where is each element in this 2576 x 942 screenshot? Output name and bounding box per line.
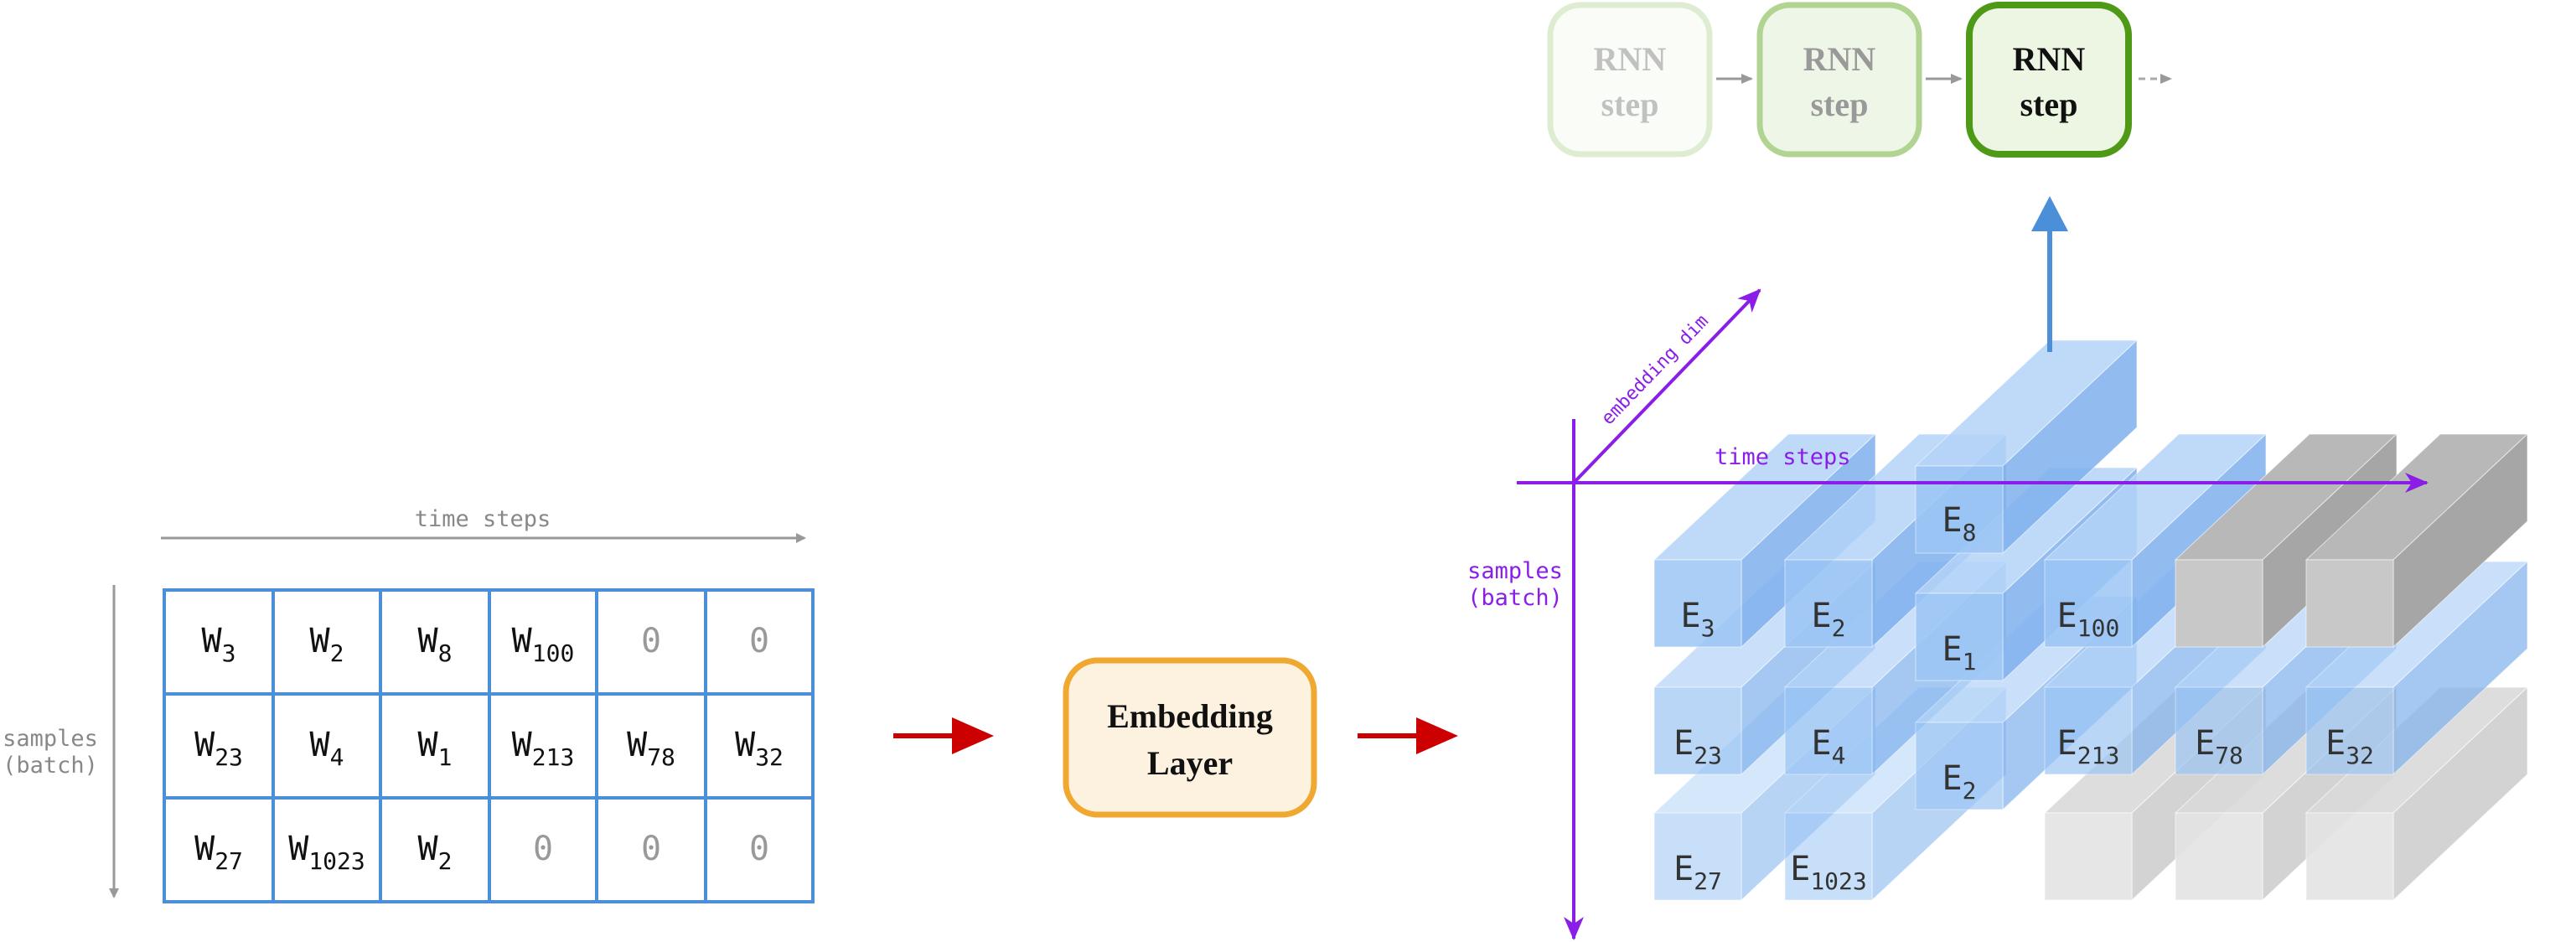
grid-cell: W100 xyxy=(512,622,575,667)
grid-cell: W1 xyxy=(418,726,453,771)
embedding-layer-box: Embedding Layer xyxy=(1063,657,1317,818)
embedding-vector-label: E78 xyxy=(2195,724,2243,769)
grid-cell: W32 xyxy=(735,726,784,771)
grid-cell: W27 xyxy=(194,830,243,875)
embedding-vector-bar xyxy=(2304,432,2529,649)
embedding-vector-label: E2 xyxy=(1812,597,1846,642)
embedding-label-1: Embedding xyxy=(1107,697,1273,735)
grid-cell: W2 xyxy=(310,622,344,667)
embedding-vector-label: E100 xyxy=(2057,597,2120,642)
embedding-vector-label: E1 xyxy=(1942,630,1977,675)
svg-text:step: step xyxy=(1601,85,1659,123)
grid-cell: W8 xyxy=(418,622,453,667)
tensor-time-label: time steps xyxy=(1715,444,1851,470)
grid-cell: W213 xyxy=(512,726,575,771)
tensor-samples-label: samples xyxy=(1467,558,1563,584)
flow-arrow-1 xyxy=(893,717,994,754)
embedding-vector-label: E213 xyxy=(2057,724,2120,769)
rnn-chain: RNN step RNN step RNN step xyxy=(1547,2,2172,158)
grid-cell: 0 xyxy=(749,830,769,868)
embedding-label-2: Layer xyxy=(1147,744,1233,782)
embedding-vector-label: E23 xyxy=(1673,724,1722,769)
embedding-vector-label: E4 xyxy=(1812,724,1846,769)
embedding-vector-label: E32 xyxy=(2325,724,2374,769)
rnn-step-2: RNN step xyxy=(1756,2,1922,158)
rnn-step-3: RNN step xyxy=(1966,2,2132,158)
tensor-batch-label: (batch) xyxy=(1467,585,1563,611)
svg-text:RNN: RNN xyxy=(1594,40,1667,78)
grid-cell: 0 xyxy=(641,830,661,868)
embedding-vector-label: E1023 xyxy=(1790,850,1867,895)
tensor-to-rnn-arrow xyxy=(2031,196,2068,352)
tensor-embedding-axis xyxy=(1572,288,1761,484)
grid-cell: 0 xyxy=(749,622,769,660)
embedding-vector-bar xyxy=(1914,339,2139,555)
grid-cell: W2 xyxy=(418,830,453,875)
embedding-vector-label: E8 xyxy=(1942,501,1977,546)
grid-cell: W4 xyxy=(310,726,344,771)
flow-arrow-2 xyxy=(1358,717,1458,754)
rnn-step-1: RNN step xyxy=(1547,2,1713,158)
grid-cell: 0 xyxy=(533,830,553,868)
samples-label: samples xyxy=(3,726,98,752)
grid-cell: W1023 xyxy=(288,830,365,875)
grid-cell: W78 xyxy=(627,726,675,771)
embedding-vector-label: E3 xyxy=(1681,597,1715,642)
embedding-vector-label: E27 xyxy=(1673,850,1722,895)
svg-text:RNN: RNN xyxy=(2013,40,2086,78)
grid-cell: W3 xyxy=(202,622,236,667)
tensor-embedding-label: embedding dim xyxy=(1597,311,1713,429)
grid-cell: 0 xyxy=(641,622,661,660)
grid-cell: W23 xyxy=(194,726,243,771)
batch-label: (batch) xyxy=(3,753,98,779)
time-steps-label: time steps xyxy=(415,506,551,532)
embedding-vector-label: E2 xyxy=(1942,759,1977,805)
svg-text:RNN: RNN xyxy=(1803,40,1876,78)
svg-text:step: step xyxy=(1811,85,1869,123)
svg-text:step: step xyxy=(2020,85,2078,123)
